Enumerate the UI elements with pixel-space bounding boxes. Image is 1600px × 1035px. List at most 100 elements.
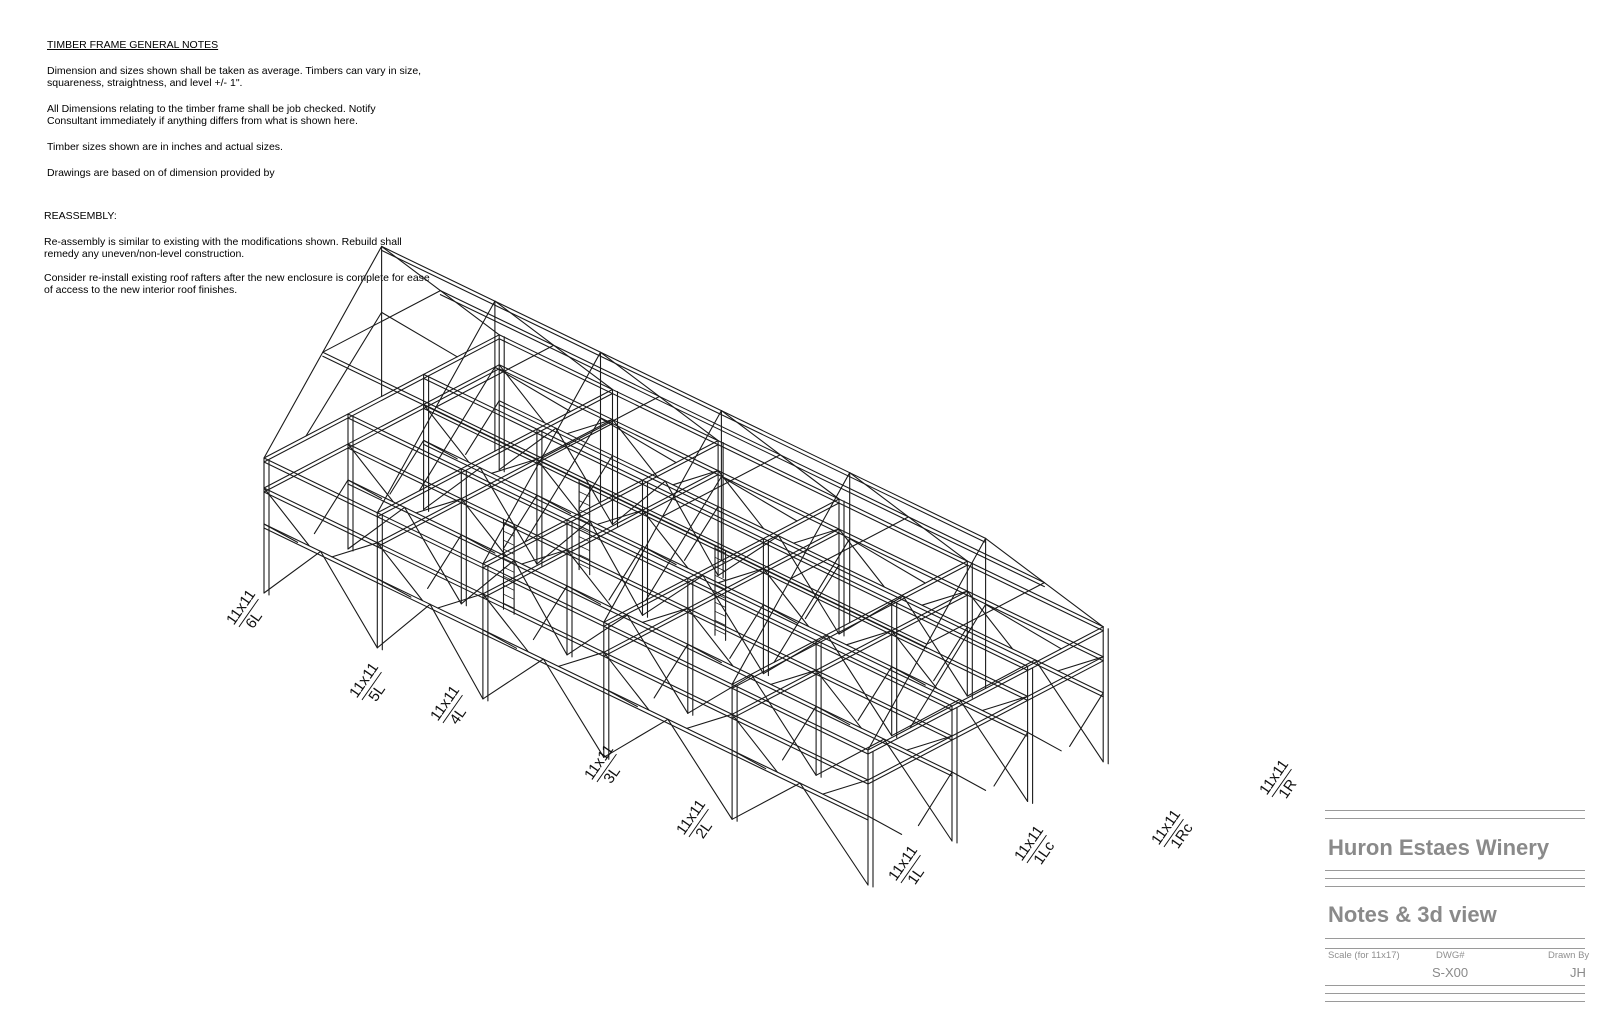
project-title: Huron Estaes Winery (1328, 835, 1550, 860)
timber-member (790, 516, 910, 580)
timber-member (263, 527, 869, 821)
timber-member (603, 718, 669, 758)
timber-member (906, 735, 953, 751)
timber-member (702, 574, 764, 675)
timber-member (653, 643, 689, 699)
post-id-label: 6L (242, 608, 265, 631)
reassembly-heading: REASSEMBLY: (44, 210, 117, 222)
timber-member (404, 506, 462, 605)
timber-member (714, 583, 726, 590)
timber-member (596, 509, 644, 525)
timber-member (714, 619, 726, 626)
timber-member (981, 695, 1029, 712)
timber-member (720, 476, 798, 522)
timber-member (717, 470, 765, 530)
timber-member (429, 603, 484, 700)
timber-member (263, 550, 322, 594)
timber-member (867, 815, 903, 835)
timber-member (731, 594, 968, 719)
timber-member (503, 557, 515, 564)
timber-member (465, 400, 500, 455)
drawn-by-label: Drawn By (1548, 950, 1590, 961)
timber-frame (263, 245, 1109, 888)
timber-member (498, 364, 546, 424)
timber-member (578, 527, 591, 534)
timber-member (460, 534, 496, 554)
timber-member (503, 602, 515, 609)
timber-member (608, 545, 644, 601)
post-id-label: 1L (904, 864, 927, 887)
timber-member (376, 418, 614, 544)
timber-member (541, 395, 660, 459)
sheet-title: Notes & 3d view (1328, 902, 1497, 927)
timber-member (762, 604, 798, 624)
timber-member (883, 738, 953, 842)
post-id-label: 5L (365, 681, 388, 704)
timber-member (482, 474, 719, 599)
timber-member (661, 454, 781, 518)
timber-member (331, 542, 378, 558)
timber-member (322, 290, 441, 353)
timber-member (683, 506, 719, 561)
timber-member (498, 368, 1104, 662)
timber-member (849, 538, 926, 584)
timber-member (423, 377, 1029, 671)
timber-member (1069, 692, 1104, 747)
note-text: Timber sizes shown are in inches and act… (47, 141, 283, 153)
timber-member (503, 593, 515, 600)
timber-member (578, 536, 591, 543)
timber-member (498, 427, 557, 471)
timber-member (626, 614, 689, 714)
post-id-label: 4L (446, 704, 469, 727)
timber-member (921, 590, 968, 606)
timber-member (503, 548, 515, 555)
timber-member (770, 669, 817, 685)
timber-member (815, 669, 862, 729)
timber-member (498, 404, 1104, 698)
timber-member (729, 604, 764, 659)
timber-member (566, 585, 602, 605)
timber-member (542, 658, 605, 758)
dwg-label: DWG# (1436, 950, 1465, 961)
timber-member (566, 418, 614, 435)
timber-member (263, 523, 299, 543)
timber-member (263, 338, 500, 463)
timber-member (641, 509, 689, 569)
timber-member (376, 603, 431, 649)
timber-member (263, 457, 869, 751)
timber-member (731, 782, 801, 820)
timber-member (322, 351, 928, 645)
timber-member (521, 549, 568, 565)
general-notes: TIMBER FRAME GENERAL NOTES Dimension and… (47, 39, 427, 179)
timber-member (891, 666, 926, 686)
timber-member (857, 666, 893, 721)
timber-member (536, 520, 591, 565)
general-notes-heading: TIMBER FRAME GENERAL NOTES (47, 39, 219, 51)
note-text: Drawings are based on of dimension provi… (47, 167, 275, 179)
timber-member (804, 564, 840, 620)
timber-member (555, 427, 614, 526)
timber-member (641, 607, 689, 623)
timber-member (867, 660, 1104, 785)
timber-member (503, 521, 515, 528)
timber-member (717, 535, 780, 577)
timber-member (664, 480, 719, 577)
timber-member (263, 368, 500, 493)
timber-member (381, 245, 987, 539)
timber-member (381, 311, 458, 358)
timber-member (714, 592, 726, 599)
timber-member (781, 705, 817, 761)
timber-member (423, 373, 1029, 667)
timber-member (482, 658, 544, 700)
dwg-number: S-X00 (1432, 965, 1469, 980)
timber-member (503, 566, 515, 573)
timber-member (503, 530, 515, 537)
timber-member (536, 494, 572, 515)
timber-member (778, 535, 840, 635)
